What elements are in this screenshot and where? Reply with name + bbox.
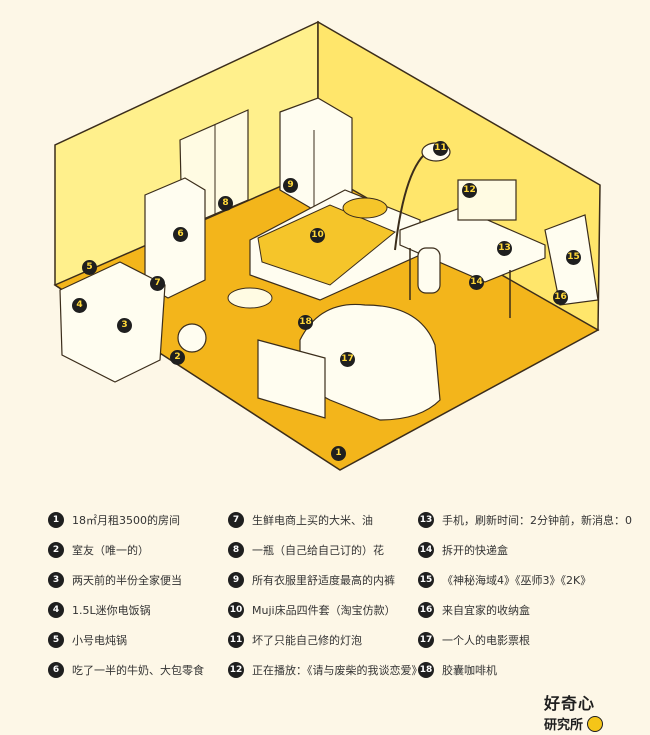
- legend-badge: 17: [418, 632, 434, 648]
- legend-item: 15 《神秘海域4》《巫师3》《2K》: [418, 565, 632, 595]
- legend: 1 18㎡月租3500的房间 2 室友（唯一的） 3 两天前的半份全家便当 4 1.5L…: [48, 505, 638, 678]
- marker-9: 9: [283, 178, 298, 193]
- legend-column-1: 1 18㎡月租3500的房间 2 室友（唯一的） 3 两天前的半份全家便当 4 1.5L…: [48, 505, 204, 685]
- legend-badge: 18: [418, 662, 434, 678]
- marker-10: 10: [310, 228, 325, 243]
- legend-item: 8 一瓶（自己给自己订的）花: [228, 535, 423, 565]
- legend-badge: 12: [228, 662, 244, 678]
- legend-item: 11 坏了只能自己修的灯泡: [228, 625, 423, 655]
- marker-1: 1: [331, 446, 346, 461]
- legend-item: 17 一个人的电影票根: [418, 625, 632, 655]
- legend-text: 吃了一半的牛奶、大包零食: [72, 664, 204, 677]
- legend-item: 18 胶囊咖啡机: [418, 655, 632, 685]
- brand-title: 好奇心: [544, 694, 596, 713]
- legend-text: 所有衣服里舒适度最高的内裤: [252, 574, 395, 587]
- tv: [257, 339, 326, 419]
- room-illustration: [53, 20, 601, 471]
- marker-2: 2: [170, 350, 185, 365]
- kitchen-counter: [59, 261, 166, 383]
- marker-11: 11: [433, 141, 448, 156]
- legend-text: 小号电炖锅: [72, 634, 127, 647]
- legend-text: 两天前的半份全家便当: [72, 574, 182, 587]
- legend-text: 《神秘海域4》《巫师3》《2K》: [442, 574, 592, 587]
- legend-badge: 5: [48, 632, 64, 648]
- rug: [227, 287, 273, 309]
- marker-7: 7: [150, 276, 165, 291]
- marker-14: 14: [469, 275, 484, 290]
- marker-3: 3: [117, 318, 132, 333]
- marker-16: 16: [553, 290, 568, 305]
- legend-badge: 9: [228, 572, 244, 588]
- blanket: [257, 204, 396, 286]
- legend-badge: 10: [228, 602, 244, 618]
- legend-badge: 13: [418, 512, 434, 528]
- legend-badge: 11: [228, 632, 244, 648]
- legend-column-2: 7 生鲜电商上买的大米、油 8 一瓶（自己给自己订的）花 9 所有衣服里舒适度最高的内…: [228, 505, 423, 685]
- legend-text: 拆开的快递盒: [442, 544, 508, 557]
- legend-badge: 14: [418, 542, 434, 558]
- legend-badge: 8: [228, 542, 244, 558]
- legend-badge: 4: [48, 602, 64, 618]
- legend-item: 6 吃了一半的牛奶、大包零食: [48, 655, 204, 685]
- legend-badge: 6: [48, 662, 64, 678]
- legend-item: 12 正在播放：《请与废柴的我谈恋爱》: [228, 655, 423, 685]
- legend-text: 坏了只能自己修的灯泡: [252, 634, 362, 647]
- legend-item: 1 18㎡月租3500的房间: [48, 505, 204, 535]
- legend-text: 18㎡月租3500的房间: [72, 514, 180, 527]
- legend-item: 4 1.5L迷你电饭锅: [48, 595, 204, 625]
- marker-18: 18: [298, 315, 313, 330]
- legend-text: 正在播放：《请与废柴的我谈恋爱》: [252, 664, 423, 677]
- legend-column-3: 13 手机，刷新时间：2分钟前，新消息：0 14 拆开的快递盒 15 《神秘海域4》《…: [418, 505, 632, 685]
- brand-dot-icon: [587, 715, 604, 732]
- legend-item: 7 生鲜电商上买的大米、油: [228, 505, 423, 535]
- marker-5: 5: [82, 260, 97, 275]
- legend-item: 3 两天前的半份全家便当: [48, 565, 204, 595]
- legend-text: 1.5L迷你电饭锅: [72, 604, 151, 617]
- legend-item: 5 小号电炖锅: [48, 625, 204, 655]
- legend-badge: 1: [48, 512, 64, 528]
- legend-text: 生鲜电商上买的大米、油: [252, 514, 373, 527]
- marker-15: 15: [566, 250, 581, 265]
- legend-text: 室友（唯一的）: [72, 544, 149, 557]
- chair: [417, 247, 441, 294]
- legend-badge: 7: [228, 512, 244, 528]
- legend-item: 16 来自宜家的收纳盒: [418, 595, 632, 625]
- cat: [177, 323, 207, 353]
- legend-item: 14 拆开的快递盒: [418, 535, 632, 565]
- brand-logo: 好奇心 研究所: [544, 690, 624, 733]
- pillow: [342, 197, 388, 219]
- marker-4: 4: [72, 298, 87, 313]
- legend-text: Muji床品四件套（淘宝仿款）: [252, 604, 396, 617]
- brand-subtitle-row: 研究所: [544, 714, 624, 733]
- legend-text: 手机，刷新时间：2分钟前，新消息：0: [442, 514, 632, 527]
- legend-badge: 2: [48, 542, 64, 558]
- marker-12: 12: [462, 183, 477, 198]
- legend-text: 一瓶（自己给自己订的）花: [252, 544, 384, 557]
- legend-badge: 3: [48, 572, 64, 588]
- legend-item: 2 室友（唯一的）: [48, 535, 204, 565]
- legend-badge: 16: [418, 602, 434, 618]
- brand-subtitle: 研究所: [544, 718, 584, 733]
- legend-item: 13 手机，刷新时间：2分钟前，新消息：0: [418, 505, 632, 535]
- marker-17: 17: [340, 352, 355, 367]
- legend-text: 来自宜家的收纳盒: [442, 604, 530, 617]
- legend-item: 10 Muji床品四件套（淘宝仿款）: [228, 595, 423, 625]
- marker-8: 8: [218, 196, 233, 211]
- legend-text: 胶囊咖啡机: [442, 664, 497, 677]
- marker-13: 13: [497, 241, 512, 256]
- marker-6: 6: [173, 227, 188, 242]
- legend-item: 9 所有衣服里舒适度最高的内裤: [228, 565, 423, 595]
- legend-badge: 15: [418, 572, 434, 588]
- legend-text: 一个人的电影票根: [442, 634, 530, 647]
